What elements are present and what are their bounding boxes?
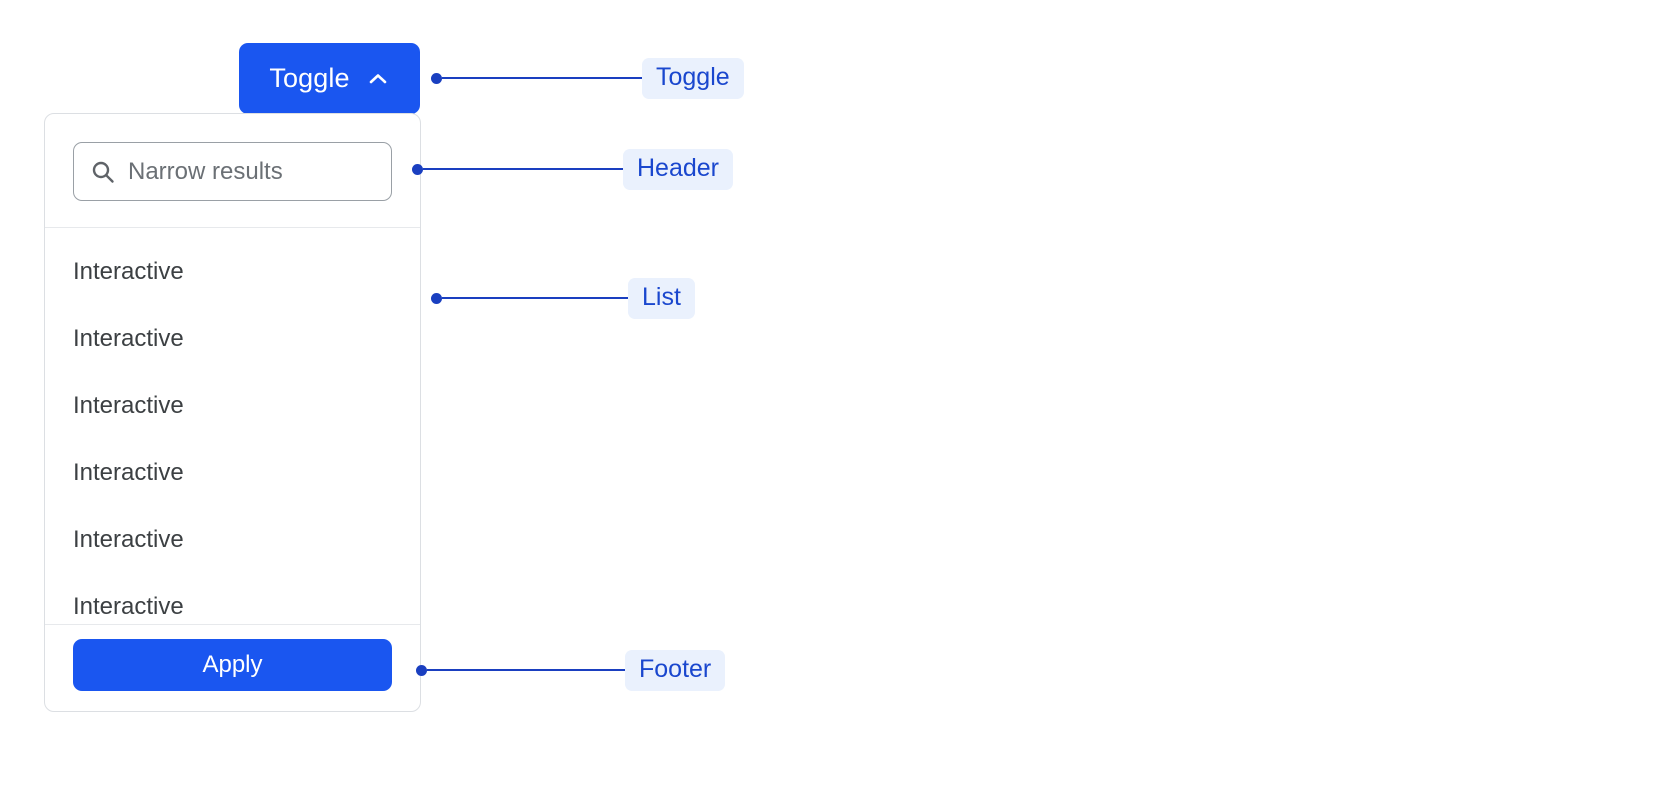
annotation-dot-icon (431, 292, 442, 304)
annotation-dot-icon (431, 72, 442, 84)
annotation-label-header: Header (623, 148, 733, 190)
annotation-leader-line (442, 77, 642, 79)
annotation-dot-icon (416, 664, 427, 676)
apply-button[interactable]: Apply (73, 639, 392, 691)
toggle-button[interactable]: Toggle (239, 43, 420, 114)
list-item[interactable]: Interactive (73, 592, 184, 620)
toggle-button-label: Toggle (269, 63, 350, 93)
chevron-up-icon (366, 67, 390, 91)
annotation-leader-line (423, 168, 623, 170)
list-item[interactable]: Interactive (73, 458, 184, 486)
panel-footer: Apply (45, 624, 420, 711)
search-field[interactable] (73, 142, 392, 201)
panel-header (45, 114, 420, 228)
list-item[interactable]: Interactive (73, 391, 184, 419)
panel-list: Interactive Interactive Interactive Inte… (45, 228, 420, 624)
annotation-label-footer: Footer (625, 649, 726, 691)
search-input[interactable] (128, 143, 375, 200)
search-icon (90, 159, 116, 185)
annotation-dot-icon (412, 163, 423, 175)
annotation-leader-line (427, 669, 625, 671)
list-item[interactable]: Interactive (73, 257, 184, 285)
dropdown-panel: Interactive Interactive Interactive Inte… (44, 113, 421, 712)
annotation-label-toggle: Toggle (642, 57, 744, 99)
annotation-leader-line (442, 297, 628, 299)
list-item[interactable]: Interactive (73, 525, 184, 553)
list-item[interactable]: Interactive (73, 324, 184, 352)
annotation-label-list: List (628, 277, 695, 319)
